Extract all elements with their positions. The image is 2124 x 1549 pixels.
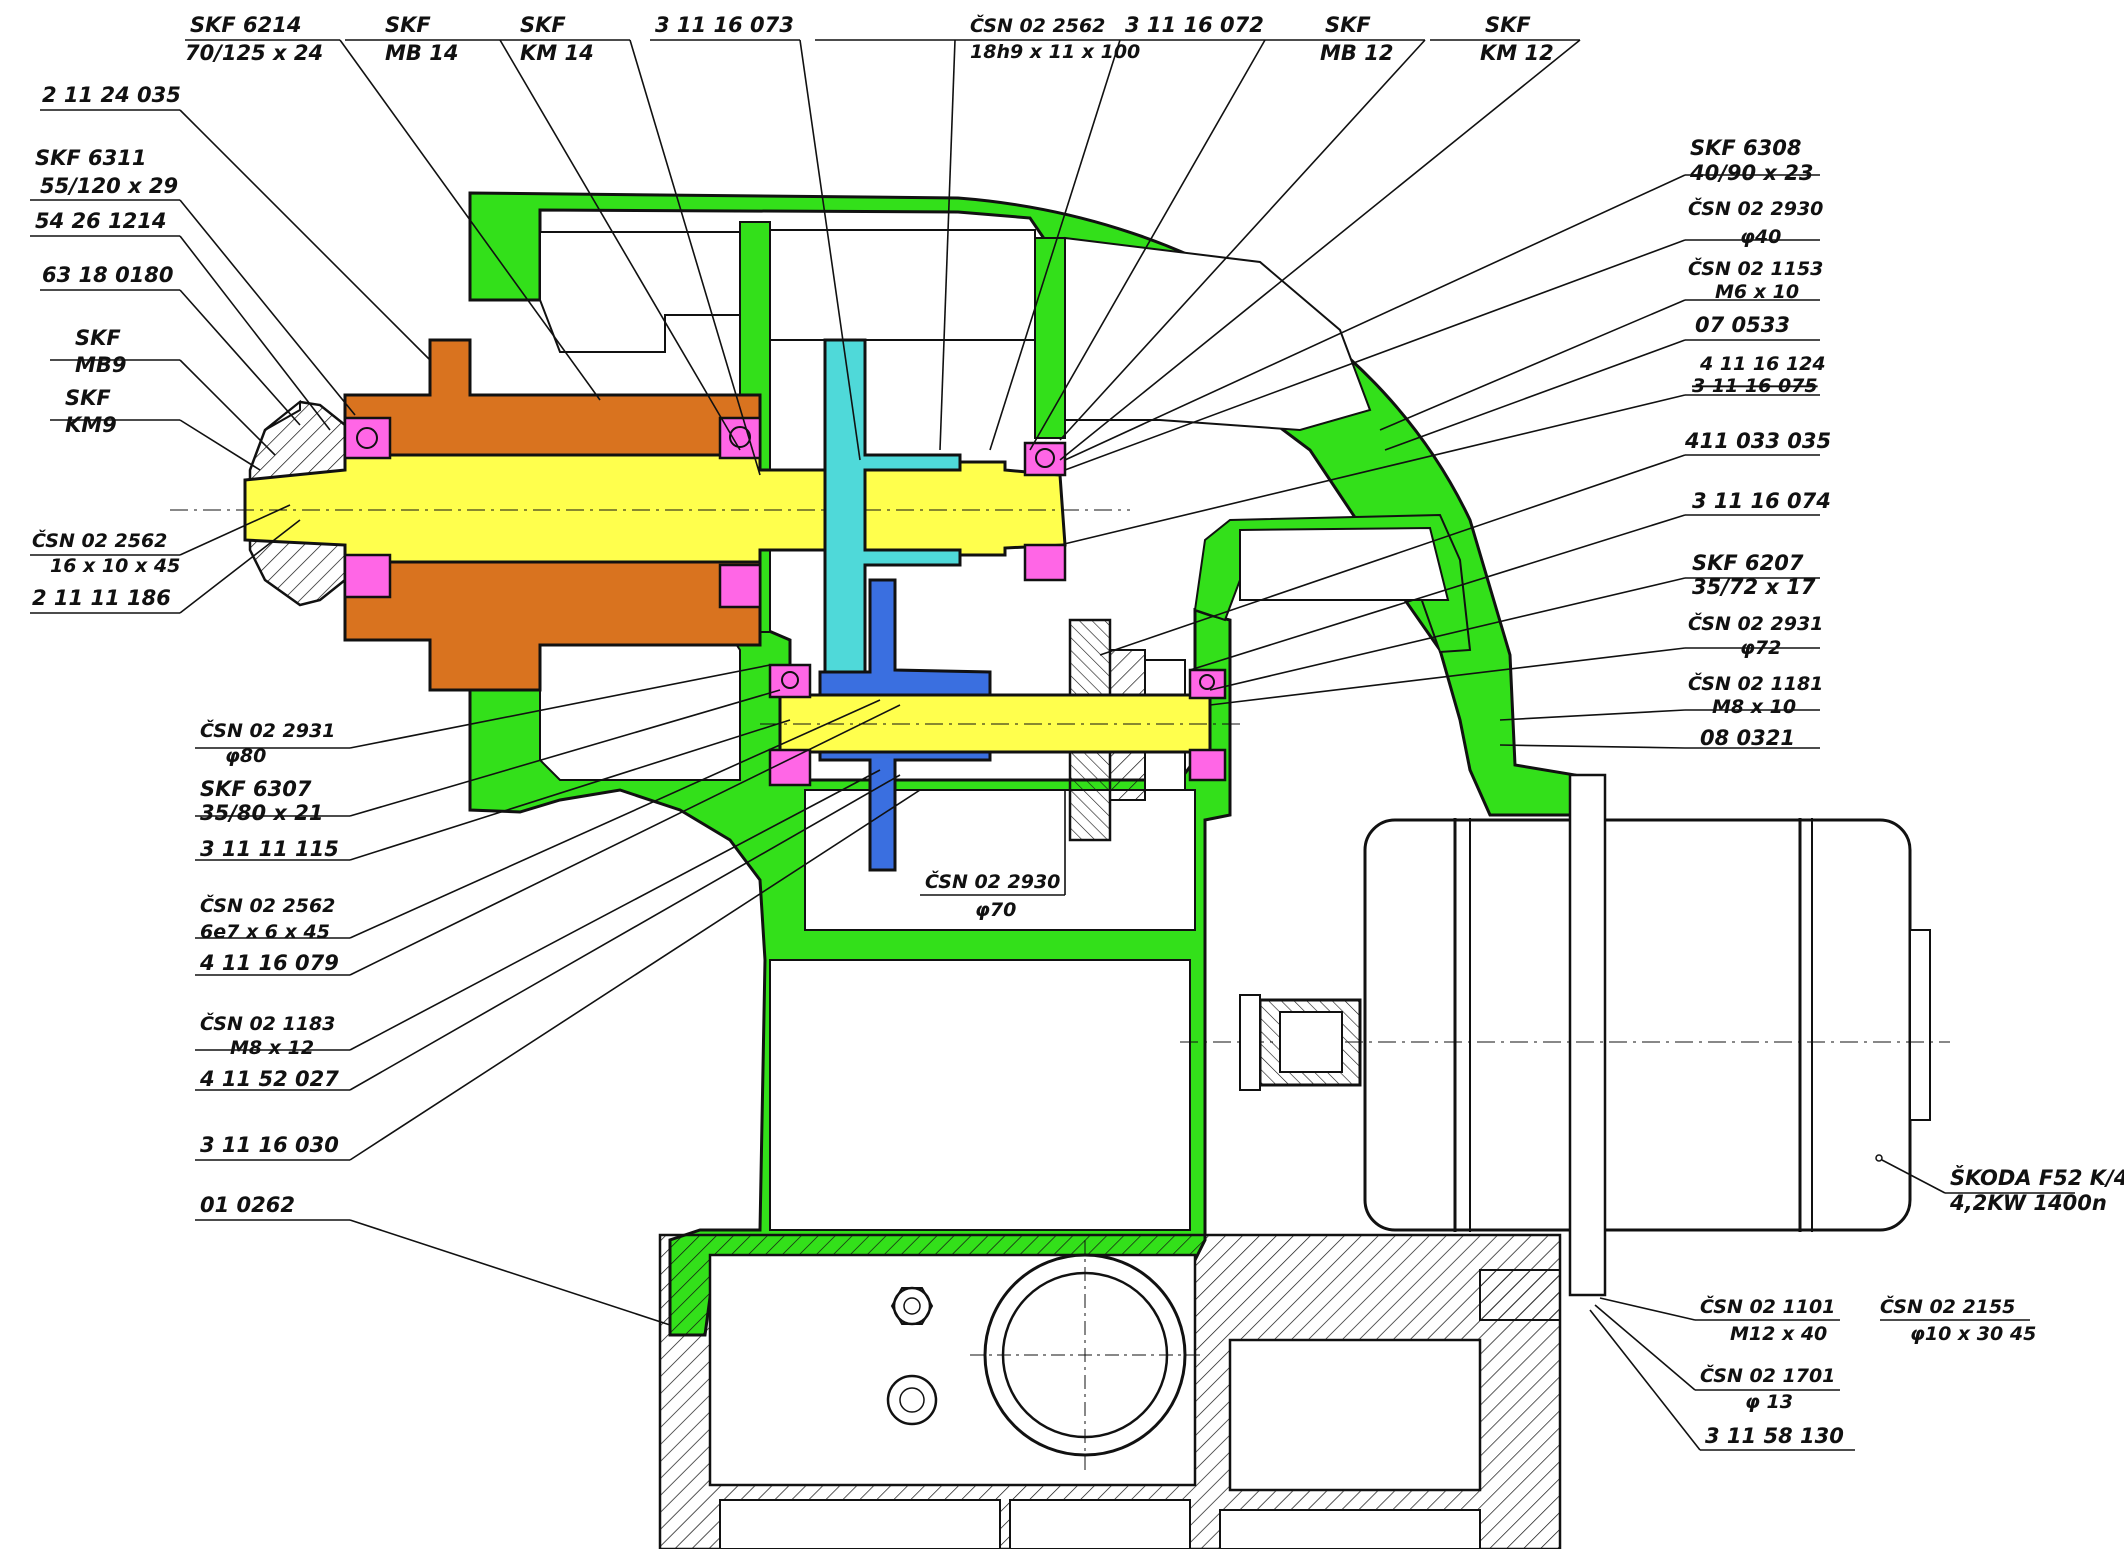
leader-lines (30, 39, 2075, 1451)
label-3-11-16-073: 3 11 16 073 (655, 13, 794, 37)
label-07-0533: 07 0533 (1695, 313, 1790, 337)
label-411-033-035: 411 033 035 (1684, 429, 1831, 453)
machine-base (658, 1233, 1562, 1549)
housing-inner-rib (1034, 237, 1066, 439)
label-01-0262: 01 0262 (200, 1193, 295, 1217)
bearing-lower-left-top (768, 663, 812, 699)
label-3-11-16-072: 3 11 16 072 (1125, 13, 1264, 37)
electric-motor (1180, 773, 1950, 1297)
label-3-11-11-115: 3 11 11 115 (200, 837, 339, 861)
label-54-26-1214: 54 26 1214 (35, 209, 167, 233)
label-3-11-58-130: 3 11 58 130 (1705, 1424, 1844, 1448)
label-3-11-16-030: 3 11 16 030 (200, 1133, 339, 1157)
label-4-11-16-079: 4 11 16 079 (199, 951, 339, 975)
label-2-11-11-186: 2 11 11 186 (32, 586, 171, 610)
label-63-18-0180: 63 18 0180 (42, 263, 174, 287)
bearing-mid-top (718, 416, 762, 460)
label-2-11-24-035: 2 11 24 035 (42, 83, 181, 107)
label-4-11-52-027: 4 11 52 027 (199, 1067, 339, 1091)
label-3-11-16-074: 3 11 16 074 (1692, 489, 1831, 513)
bearing-left-bottom (343, 553, 392, 599)
bearing-lower-left-bottom (768, 748, 812, 787)
label-08-0321: 08 0321 (1700, 726, 1795, 750)
bearing-lower-right-bottom (1188, 748, 1227, 782)
upper-shaft-assembly (170, 338, 1130, 692)
bearing-mid-bottom (718, 563, 762, 609)
lower-shaft-assembly (760, 578, 1240, 872)
bearing-right-bottom (1023, 543, 1067, 582)
bearing-left-top (343, 416, 392, 460)
